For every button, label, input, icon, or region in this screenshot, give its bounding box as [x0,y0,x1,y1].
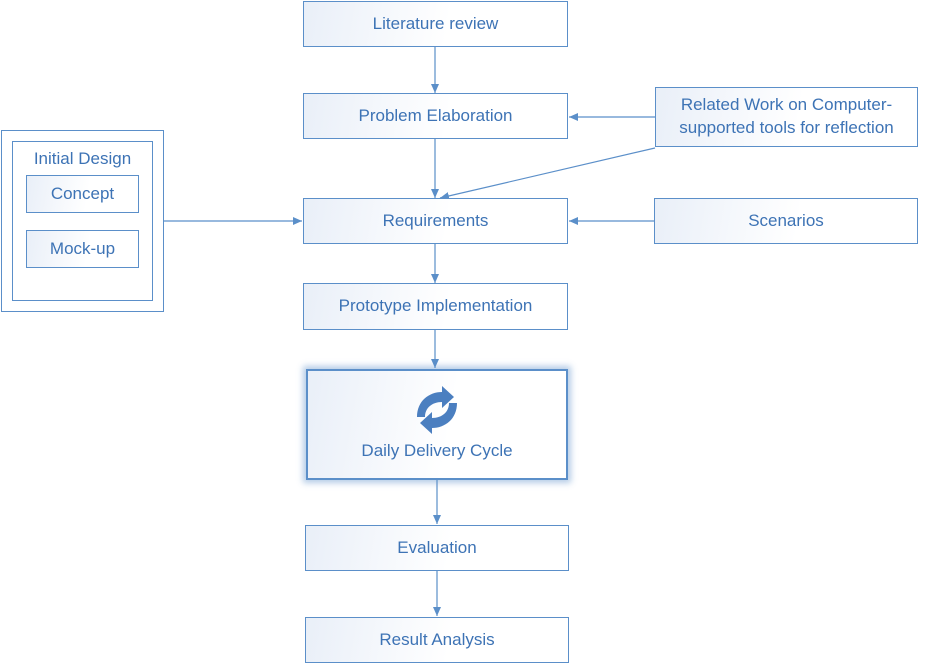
prototype-implementation-box: Prototype Implementation [303,283,568,330]
literature-review-label: Literature review [372,13,499,33]
scenarios-box: Scenarios [654,198,918,244]
evaluation-box: Evaluation [305,525,569,571]
initial-design-label: Initial Design [33,149,132,168]
problem-elaboration-label: Problem Elaboration [358,105,513,125]
initial-design-inner-box: Initial Design [12,141,153,301]
arrow-related-requirements [439,147,656,200]
related-work-label: Related Work on Computer-supported tools… [679,95,894,137]
literature-review-box: Literature review [303,1,568,47]
requirements-label: Requirements [382,210,489,230]
prototype-implementation-label: Prototype Implementation [338,296,533,316]
daily-delivery-cycle-label: Daily Delivery Cycle [361,441,513,461]
problem-elaboration-box: Problem Elaboration [303,93,568,139]
result-analysis-label: Result Analysis [379,629,495,649]
requirements-box: Requirements [303,198,568,244]
mockup-box: Mock-up [26,230,139,268]
daily-delivery-cycle-box: Daily Delivery Cycle [306,369,568,480]
evaluation-label: Evaluation [397,537,477,557]
concept-box: Concept [26,175,139,213]
scenarios-label: Scenarios [748,210,824,230]
refresh-arrows-icon [417,386,457,435]
result-analysis-box: Result Analysis [305,617,569,663]
related-work-box: Related Work on Computer-supported tools… [655,87,918,147]
concept-label: Concept [50,183,115,203]
mockup-label: Mock-up [49,238,116,258]
